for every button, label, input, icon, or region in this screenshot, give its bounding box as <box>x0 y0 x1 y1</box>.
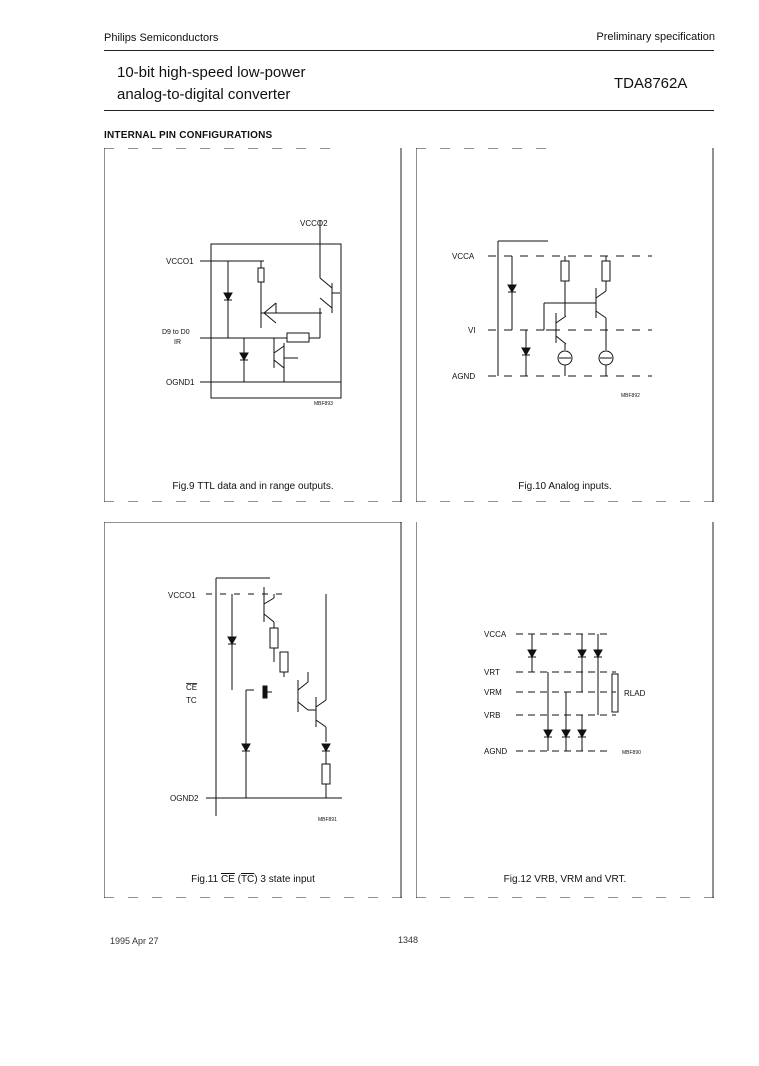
fig12-drawing-code: MBF890 <box>622 750 641 756</box>
fig9-label-ognd1: OGND1 <box>166 378 195 387</box>
fig10-label-vcca: VCCA <box>452 252 475 261</box>
figure-10-caption: Fig.10 Analog inputs. <box>518 481 612 492</box>
fig12-label-vrm: VRM <box>484 688 502 697</box>
fig10-label-agnd: AGND <box>452 372 475 381</box>
footer-page-number: 1348 <box>398 935 419 945</box>
figure-12-schematic: VCCA VRT VRM VRB AGND RLAD MBF890 <box>415 522 714 899</box>
fig9-drawing-code: MBF893 <box>314 401 333 407</box>
fig9-label-vcco2: VCCO2 <box>300 219 328 228</box>
figure-9-caption: Fig.9 TTL data and in range outputs. <box>172 481 334 492</box>
figure-10-panel: VCCA VI AGND MBF892 Fig.10 Analog inputs… <box>415 147 714 503</box>
fig12-label-vrb: VRB <box>484 711 500 720</box>
figure-11-panel: VCCO1 CE TC OGND2 MBF891 Fig.11 CE (TC) … <box>103 521 402 899</box>
document-title-line2: analog-to-digital converter <box>117 86 291 103</box>
footer-date: 1995 Apr 27 <box>110 936 159 946</box>
figure-9-panel: VCCO2 VCCO1 D9 to D0 IR OGND1 MBF893 Fig… <box>103 147 402 503</box>
fig11-label-tc: TC <box>186 696 197 705</box>
figure-12-caption: Fig.12 VRB, VRM and VRT. <box>503 874 627 885</box>
fig11-drawing-code: MBF891 <box>318 817 337 823</box>
fig11-label-vcco1: VCCO1 <box>168 591 196 600</box>
company-name: Philips Semiconductors <box>104 32 219 44</box>
fig11-label-ognd2: OGND2 <box>170 794 199 803</box>
fig10-drawing-code: MBF892 <box>621 393 640 399</box>
fig9-label-ir: IR <box>174 339 181 346</box>
fig11-caption-suffix: 3 state input <box>260 874 315 885</box>
figure-10-schematic: VCCA VI AGND MBF892 <box>415 147 714 503</box>
fig11-caption-ce: CE <box>220 874 235 885</box>
fig12-label-vcca: VCCA <box>484 630 507 639</box>
fig12-label-agnd: AGND <box>484 747 507 756</box>
fig12-label-vrt: VRT <box>484 668 500 677</box>
title-rule <box>104 110 714 111</box>
fig11-label-ce: CE <box>186 683 197 692</box>
header-rule <box>104 50 714 51</box>
document-title-line1: 10-bit high-speed low-power <box>117 64 306 81</box>
fig9-label-d9d0: D9 to D0 <box>162 329 190 336</box>
fig12-label-rlad: RLAD <box>624 689 646 698</box>
section-title: INTERNAL PIN CONFIGURATIONS <box>104 130 273 141</box>
figure-9-schematic: VCCO2 VCCO1 D9 to D0 IR OGND1 MBF893 <box>103 147 402 503</box>
fig11-caption-prefix: Fig.11 <box>191 874 219 885</box>
document-status: Preliminary specification <box>596 31 715 43</box>
figure-11-caption: Fig.11 CE (TC) 3 state input <box>191 874 315 885</box>
figure-12-panel: VCCA VRT VRM VRB AGND RLAD MBF890 Fig.12… <box>415 522 714 899</box>
fig10-label-vi: VI <box>468 326 476 335</box>
figure-11-schematic: VCCO1 CE TC OGND2 MBF891 <box>103 521 402 899</box>
fig11-caption-tc: TC <box>240 874 255 885</box>
part-number: TDA8762A <box>614 75 688 92</box>
fig9-label-vcco1: VCCO1 <box>166 257 194 266</box>
